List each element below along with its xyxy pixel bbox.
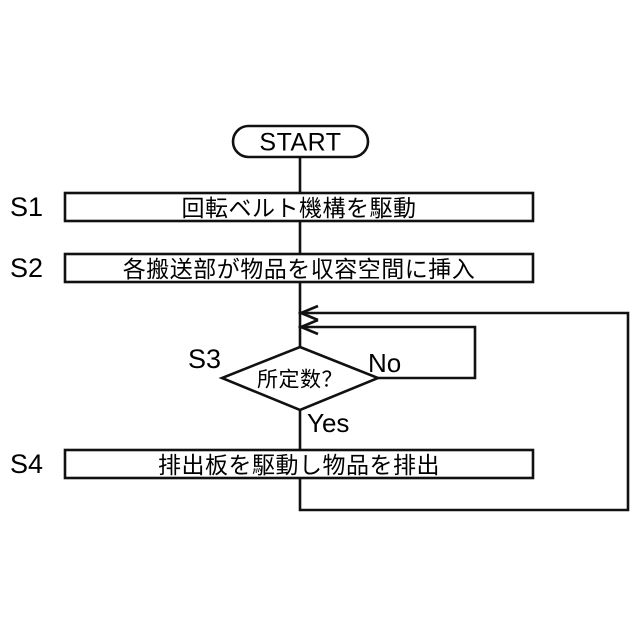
connector-no-loop xyxy=(303,325,477,380)
branch-label-no: No xyxy=(368,348,401,378)
decision-s3-text: 所定数？ xyxy=(257,369,343,392)
process-s1-text: 回転ベルト機構を駆動 xyxy=(182,195,417,221)
step-label-s3: S3 xyxy=(188,344,221,374)
process-s1[interactable]: S1 回転ベルト機構を駆動 xyxy=(10,191,535,223)
process-s4-box xyxy=(63,448,535,480)
decision-s3-diamond xyxy=(218,345,382,412)
terminal-start-shape xyxy=(231,124,370,159)
decision-s3[interactable]: S3 所定数？ No Yes xyxy=(188,344,401,438)
process-s1-box xyxy=(63,191,535,223)
process-s2[interactable]: S2 各搬送部が物品を収容空間に挿入 xyxy=(10,252,535,284)
arrowhead-outer-loop xyxy=(297,304,319,322)
connector-outer-loop xyxy=(298,311,630,512)
branch-label-yes: Yes xyxy=(307,408,349,438)
step-label-s4: S4 xyxy=(10,449,43,479)
process-s4[interactable]: S4 排出板を駆動し物品を排出 xyxy=(10,448,535,480)
process-s2-text: 各搬送部が物品を収容空間に挿入 xyxy=(123,256,476,282)
arrowhead-no-loop xyxy=(297,318,319,336)
step-label-s2: S2 xyxy=(10,253,43,283)
process-s2-box xyxy=(63,252,535,284)
process-s4-text: 排出板を駆動し物品を排出 xyxy=(158,452,440,478)
terminal-start-label: START xyxy=(259,129,341,157)
terminal-start[interactable]: START xyxy=(231,124,370,159)
connector-group xyxy=(297,157,630,512)
step-label-s1: S1 xyxy=(10,192,43,222)
